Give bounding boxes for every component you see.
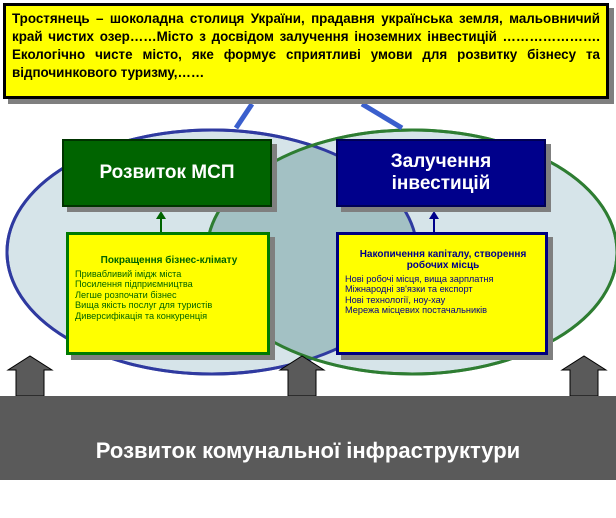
list-item: Міжнародні зв'язки та експорт xyxy=(345,284,473,295)
foundation-arrow-right xyxy=(560,355,608,397)
list-item: Посилення підприємництва xyxy=(75,279,193,290)
vision-statement-text: Тростянець – шоколадна столиця України, … xyxy=(12,11,600,80)
infrastructure-foundation-bar: Розвиток комунальної інфраструктури xyxy=(0,396,616,480)
vision-statement-box: Тростянець – шоколадна столиця України, … xyxy=(3,3,609,99)
list-item: Нові технології, ноу-хау xyxy=(345,294,446,305)
list-item: Привабливий імідж міста xyxy=(75,269,182,279)
list-item: Вища якість послуг для туристів xyxy=(75,300,213,311)
investment-attraction-title: Залучення інвестицій xyxy=(390,151,492,194)
sme-development-title: Розвиток МСП xyxy=(99,162,235,183)
list-item: Нові робочі місця, вища зарплатня xyxy=(345,274,494,284)
business-climate-box: Покращення бізнес-клімату Привабливий ім… xyxy=(66,232,270,355)
business-climate-list: Привабливий імідж міста Посилення підпри… xyxy=(75,269,263,321)
infrastructure-label: Розвиток комунальної інфраструктури xyxy=(95,438,521,463)
sme-up-arrow xyxy=(156,211,166,232)
business-climate-title: Покращення бізнес-клімату xyxy=(100,255,238,266)
capital-jobs-box: Накопичення капіталу, створення робочих … xyxy=(336,232,548,355)
foundation-arrow-center xyxy=(278,355,326,397)
connector-line-left xyxy=(233,102,255,130)
investment-attraction-box: Залучення інвестицій xyxy=(336,139,546,207)
list-item: Диверсифікація та конкуренція xyxy=(75,310,208,321)
sme-development-box: Розвиток МСП xyxy=(62,139,272,207)
foundation-arrow-left xyxy=(6,355,54,397)
list-item: Легше розпочати бізнес xyxy=(75,289,177,300)
capital-jobs-list: Нові робочі місця, вища зарплатня Міжнар… xyxy=(345,274,541,316)
capital-jobs-title: Накопичення капіталу, створення робочих … xyxy=(359,249,527,271)
connector-line-right xyxy=(360,101,404,131)
list-item: Мережа місцевих постачальників xyxy=(345,305,488,316)
investment-up-arrow xyxy=(429,211,439,232)
